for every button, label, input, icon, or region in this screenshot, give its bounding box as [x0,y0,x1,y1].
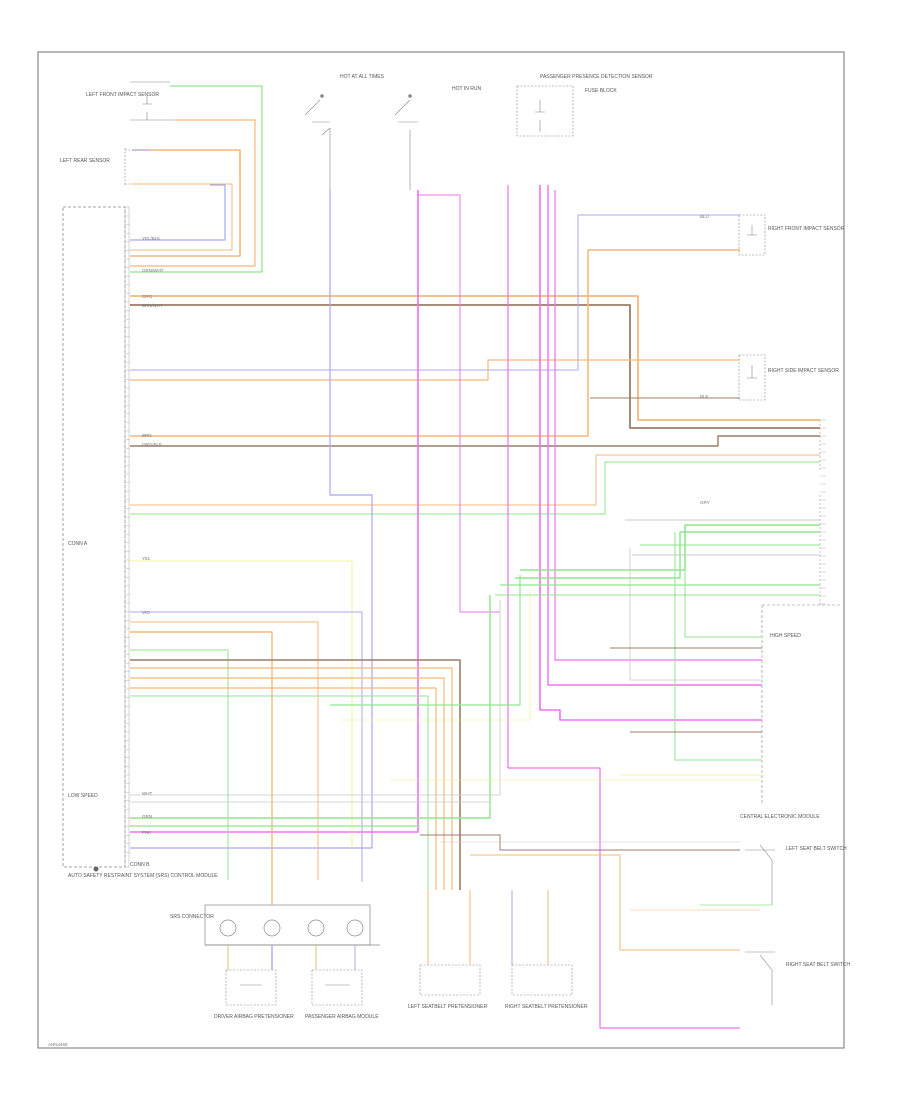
ground-point [93,866,99,872]
wire-pink-19 [539,185,762,721]
hot-at-all-times-label: HOT AT ALL TIMES [340,74,385,80]
wire-pink-21 [554,190,762,661]
right-side-impact-sensor [738,354,766,401]
wire-green-49 [130,595,491,819]
wire-pink-17 [418,194,500,613]
wire-label-brn: BRN [142,433,152,438]
wire-brown-12 [130,435,820,447]
wire-orange-6 [130,295,820,421]
wire-label-blu: BLU [700,214,709,219]
wire-orange-3 [130,183,233,251]
wire-orange-9 [130,359,740,381]
cem-label: CENTRAL ELECTRONIC MODULE [740,814,820,820]
wire-blue-5 [130,184,226,241]
wire-label-grn-wht: GRN/WHT [142,268,164,273]
wire-orange-2 [130,149,241,257]
wire-label-gry: GRY [700,500,710,505]
rf-impact-sensor-label: RIGHT FRONT IMPACT SENSOR [768,226,845,232]
left-seatbelt-pretensioner-label: LEFT SEATBELT PRETENSIONER [408,1004,487,1010]
wire-label-grn: GRN [142,814,152,819]
wire-orange-38 [130,631,273,880]
rs-impact-sensor-label: RIGHT SIDE IMPACT SENSOR [768,368,839,374]
wire-color-labels: ORG BRN/WHT YEL/BLK GRN/WHT BRN ORG/BLK … [142,214,710,835]
connector-a-label: CONN A [68,541,88,547]
wire-green-45 [330,575,521,706]
wire-blue-8 [130,214,740,371]
wire-orange-42 [130,677,445,890]
passenger-airbag-label: PASSENGER AIRBAG MODULE [305,1014,379,1020]
wire-orange-11 [130,249,740,437]
wire-green-30 [674,532,762,761]
wire-orange-13 [130,454,820,506]
left-front-impact-sensor [124,81,175,186]
left-rear-sensor-label: LEFT REAR SENSOR [60,158,110,164]
srs-module-pin-strip [124,206,130,868]
wire-label-org: ORG [142,294,153,299]
fuse-block-label: FUSE BLOCK [585,88,617,94]
ignition-switch [304,94,418,190]
lf-impact-sensor-label: LEFT FRONT IMPACT SENSOR [86,92,159,98]
wire-brown-7 [130,304,820,429]
wire-label-pnk: PNK [142,830,151,835]
wire-yellow-46 [340,590,531,721]
wire-orange-43 [130,687,437,890]
fuse-block-box [516,85,574,137]
right-seatbelt-pretensioner-label: RIGHT SEATBELT PRETENSIONER [505,1004,588,1010]
wire-green-44 [130,695,429,890]
wire-label-wht: WHT [142,791,152,796]
right-front-impact-sensor [738,214,766,256]
low-speed-label: LOW SPEED [68,793,98,799]
seat-belt-switches [745,844,775,1005]
wire-yellow-35 [130,560,353,850]
wire-label-yel-blk: YEL/BLK [142,236,160,241]
wire-orange-1 [130,119,256,267]
wire-label-brn-wht: BRN/WHT [142,303,163,308]
wire-label-yel: YEL [142,556,151,561]
wire-blue-15 [130,190,373,849]
wire-pink-18 [507,185,740,1029]
wire-pink-20 [547,185,762,686]
wire-orange-41 [130,667,453,890]
wire-brown-40 [130,659,461,890]
wire-label-vio: VIO [142,610,150,615]
wire-orange-53 [470,854,740,951]
page-code: ANN4468 [48,1042,68,1047]
wire-gray-31 [629,548,762,681]
wire-brown-51 [420,834,740,851]
diagram-frame [37,51,845,1049]
wire-pink-16 [130,190,419,833]
wire-label-org-blk: ORG/BLK [142,442,162,447]
srs-module-label: AUTO SAFETY RESTRAINT SYSTEM (SRS) CONTR… [68,873,218,879]
srs-connector-label: SRS CONNECTOR [170,914,214,920]
high-speed-label: HIGH SPEED [770,633,801,639]
wire-green-14 [130,461,820,515]
wire-orange-37 [130,621,319,880]
wire-blue-36 [130,611,363,882]
wire-gray-47 [130,600,501,796]
hot-in-run-label: HOT IN RUN [452,86,481,92]
wire-green-29 [684,525,762,638]
srs-connector-block [204,904,380,946]
wire-label-blk: BLK [700,394,709,399]
passenger-presence-label: PASSENGER PRESENCE DETECTION SENSOR [540,74,653,80]
srs-module-box [62,206,126,868]
component-labels: AUTO SAFETY RESTRAINT SYSTEM (SRS) CONTR… [48,74,850,1047]
right-belt-switch-label: RIGHT SEAT BELT SWITCH [786,962,850,968]
wire-green-39 [130,649,229,880]
left-belt-switch-label: LEFT SEAT BELT SWITCH [786,846,847,852]
cem-outline [761,604,840,805]
wires [130,85,820,1029]
bottom-components [225,964,573,1006]
connector-b-label: CONN B [130,862,150,868]
pin-labels [125,215,826,853]
driver-pretensioner-label: DRIVER AIRBAG PRETENSIONER [214,1014,294,1020]
wire-green-0 [130,85,263,273]
